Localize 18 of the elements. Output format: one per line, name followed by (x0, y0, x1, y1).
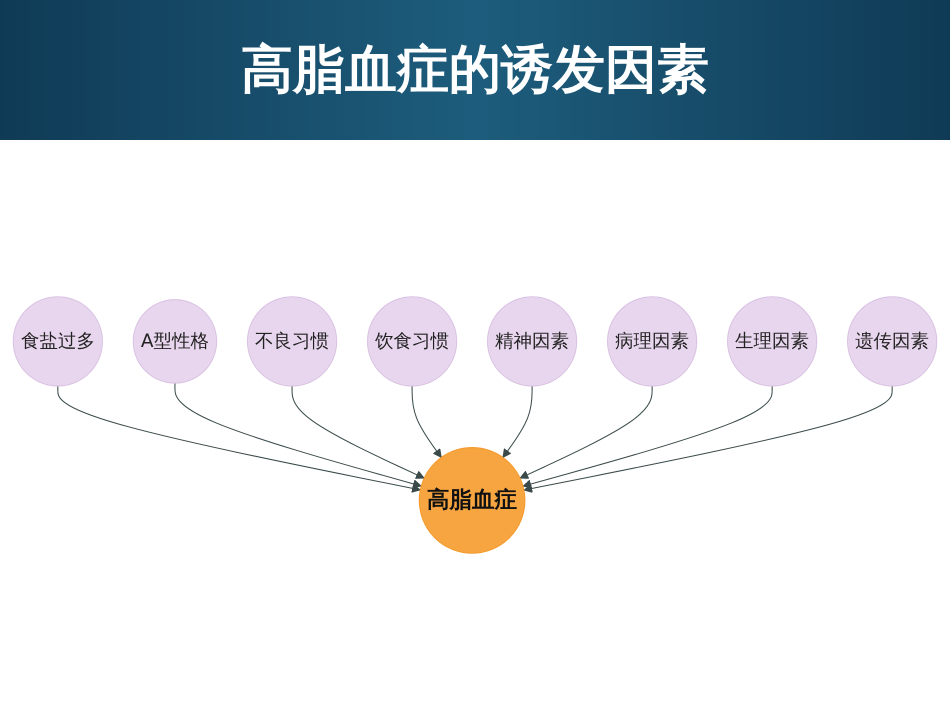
arrow (520, 386, 653, 479)
node-circle: 病理因素 (606, 296, 698, 387)
node-circle: 不良习惯 (246, 296, 338, 387)
node-circle: 生理因素 (727, 296, 818, 387)
arrow (524, 386, 893, 493)
arrow (412, 386, 442, 458)
node-circle: 遗传因素 (847, 296, 938, 387)
arrow (174, 383, 422, 488)
arrow (57, 386, 421, 493)
node-circle: 饮食习惯 (366, 296, 458, 387)
node-circle: 精神因素 (486, 296, 578, 387)
arrow (522, 386, 773, 488)
node-circle: 食盐过多 (12, 296, 103, 387)
arrow (292, 386, 425, 479)
arrow (502, 386, 533, 458)
slide-title: 高脂血症的诱发因素 (241, 39, 709, 102)
node-circle: 高脂血症 (418, 447, 526, 554)
node-circle: A型性格 (132, 299, 218, 384)
